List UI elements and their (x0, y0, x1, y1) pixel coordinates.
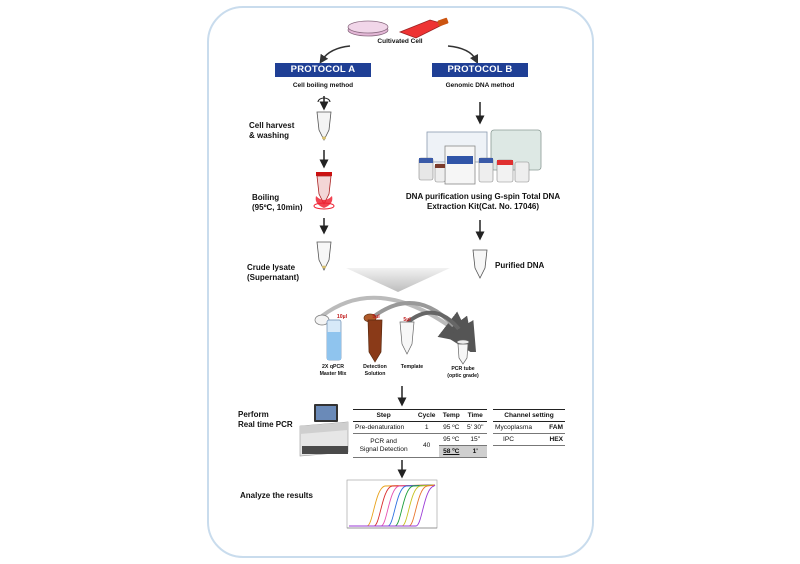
detection-solution-tube-icon (363, 313, 383, 363)
arrow-to-results (397, 460, 407, 479)
template-tube-icon (399, 321, 415, 355)
protocol-b-kit-text: DNA purification using G-spin Total DNA … (405, 192, 561, 211)
cycle-cell-time: 15" (463, 433, 487, 446)
cycle-header-time: Time (463, 409, 487, 422)
protocol-a-title: PROTOCOL A (275, 63, 371, 77)
culture-flask-icon (398, 17, 449, 39)
cycle-table: Step Cycle Temp Time Pre-denaturation 1 … (353, 409, 487, 458)
lysate-tube-icon (316, 241, 332, 271)
pcr-tube-icon (456, 339, 470, 365)
cycle-cell-temp: 58 ºC (439, 445, 464, 458)
analyze-label: Analyze the results (240, 491, 313, 500)
channel-table: Channel setting Mycoplasma FAM IPC HEX (493, 409, 565, 446)
master-mix-tube-icon (314, 314, 342, 361)
master-mix-label: 2X qPCR Master Mix (319, 364, 347, 377)
protocol-b-result: Purified DNA (495, 261, 545, 270)
table-row: Mycoplasma FAM (493, 421, 565, 434)
top-label: Cultivated Cell (377, 38, 423, 45)
split-arrows (319, 45, 479, 65)
reagents-illustration (314, 313, 470, 365)
pcr-instrument-illustration (299, 404, 349, 457)
cycle-cell-step: Pre-denaturation (353, 421, 415, 434)
template-label: Template (400, 364, 424, 370)
pcr-tube-label: PCR tube (optic grade) (447, 366, 479, 379)
protocol-a-subtitle: Cell boiling method (292, 82, 354, 89)
amplification-plot (346, 479, 438, 529)
cycle-header-step: Step (353, 409, 415, 422)
cycle-cell-cycle: 1 (414, 421, 440, 434)
cycle-header-temp: Temp (439, 409, 464, 422)
purified-dna-tube-icon (472, 249, 488, 279)
tube-icon (316, 111, 332, 141)
cycle-cell-step: PCR and Signal Detection (353, 433, 415, 458)
protocol-a-step3: Crude lysate (Supernatant) (247, 263, 299, 282)
cycle-cell-cycle: 40 (414, 433, 440, 458)
merge-funnel (346, 268, 450, 292)
protocol-a-flow (313, 96, 335, 271)
detection-volume: 5µl (372, 314, 380, 320)
channel-header: Channel setting (493, 409, 565, 422)
table-row: PCR and Signal Detection 40 95 ºC 15" (353, 433, 487, 458)
table-row: 58 ºC 1' (353, 445, 487, 458)
master-mix-volume: 10µl (336, 314, 348, 320)
dna-kit-illustration (418, 129, 542, 185)
amplification-curve (349, 484, 436, 527)
cycle-cell-temp: 95 ºC (439, 421, 464, 434)
culture-vessels-illustration (347, 17, 449, 39)
protocol-b-arrow1 (475, 102, 485, 125)
cycle-cell-time: 5' 30" (463, 421, 487, 434)
template-volume: 5µl (403, 317, 411, 323)
channel-target: Mycoplasma (493, 421, 544, 434)
channel-target: IPC (493, 433, 544, 446)
boiling-tube-icon (313, 172, 335, 210)
cycle-header-cycle: Cycle (414, 409, 440, 422)
merge-arrows (320, 268, 477, 352)
protocol-a-step2: Boiling (95ºC, 10min) (252, 193, 303, 212)
detection-label: Detection Solution (363, 364, 387, 377)
table-row: IPC HEX (493, 433, 565, 446)
protocol-b-title: PROTOCOL B (432, 63, 528, 77)
cycle-cell-time: 1' (463, 445, 487, 458)
perform-label: Perform Real time PCR (238, 410, 293, 429)
table-row: Pre-denaturation 1 95 ºC 5' 30" (353, 421, 487, 434)
channel-dye: FAM (543, 421, 565, 434)
protocol-b-subtitle: Genomic DNA method (445, 82, 515, 89)
protocol-a-step1: Cell harvest & washing (249, 121, 295, 140)
protocol-b-flow (472, 220, 488, 279)
arrow-to-pcr (397, 386, 407, 407)
cycle-cell-temp: 95 ºC (439, 433, 464, 446)
diagram-frame (207, 6, 594, 558)
channel-dye: HEX (543, 433, 565, 446)
